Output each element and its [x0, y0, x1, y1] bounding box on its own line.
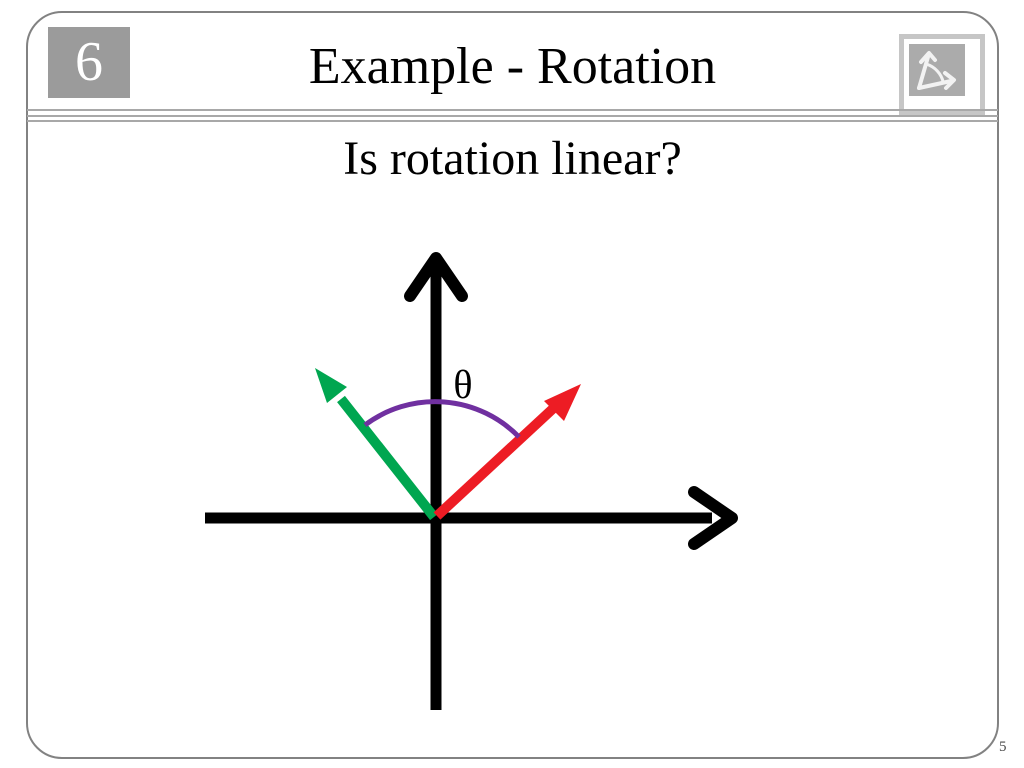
- red-vector-arrowhead: [544, 384, 581, 421]
- theta-arc: [363, 399, 521, 439]
- header-separator-line: [27, 120, 998, 122]
- header-separator-line: [27, 109, 998, 111]
- rotation-angle-icon: [899, 34, 985, 116]
- green-vector-arrowhead: [315, 368, 347, 403]
- rotation-angle-icon-canvas: [909, 44, 965, 96]
- icon-up-arrow-shaft: [917, 55, 930, 90]
- question-text: Is rotation linear?: [343, 132, 682, 185]
- theta-label: θ: [453, 362, 472, 407]
- x-axis-arrowhead: [688, 486, 738, 550]
- red-vector: [433, 400, 562, 520]
- slide-title: Example - Rotation: [308, 38, 717, 95]
- rotation-angle-icon-glyph: [917, 51, 956, 90]
- slide-border: [26, 11, 999, 759]
- slide-number-badge: 6: [48, 27, 130, 98]
- green-vector: [337, 395, 438, 521]
- icon-angle-arc: [924, 62, 945, 84]
- icon-right-arrowhead: [943, 71, 956, 90]
- icon-right-arrow-shaft: [917, 79, 953, 90]
- y-axis-arrowhead: [404, 252, 468, 302]
- page-number: 5: [999, 739, 1007, 755]
- icon-up-arrowhead: [919, 51, 937, 64]
- header-separator-line: [27, 115, 998, 117]
